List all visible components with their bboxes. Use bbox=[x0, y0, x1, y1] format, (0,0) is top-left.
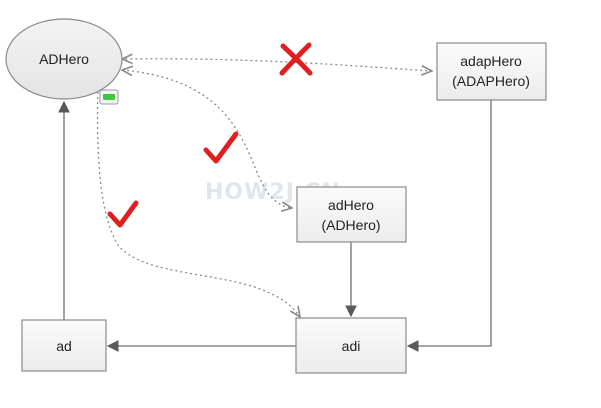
cross-icon bbox=[279, 42, 313, 76]
node-adaphero-box[interactable]: adapHero (ADAPHero) bbox=[436, 42, 547, 101]
node-adi-box[interactable]: adi bbox=[295, 317, 407, 374]
checkmark-icon bbox=[203, 131, 239, 164]
node-adhero-ellipse-label: ADHero bbox=[39, 51, 89, 67]
node-adi-label: adi bbox=[342, 338, 361, 354]
node-ad-label: ad bbox=[56, 338, 72, 354]
checkmark-icon bbox=[107, 200, 139, 228]
node-adhero-ellipse[interactable]: ADHero bbox=[5, 18, 123, 100]
node-adhero-box-line2: (ADHero) bbox=[321, 217, 380, 233]
edge-adhero-to-adi-dotted bbox=[98, 82, 300, 317]
node-adhero-box[interactable]: adHero (ADHero) bbox=[296, 186, 407, 243]
edge-adaphero-to-adi bbox=[406, 100, 492, 352]
node-adhero-box-line1: adHero bbox=[328, 197, 374, 213]
edge-adaphero-to-adhero-dotted bbox=[122, 59, 432, 71]
node-adaphero-line1: adapHero bbox=[460, 53, 522, 69]
node-adaphero-line2: (ADAPHero) bbox=[452, 73, 530, 89]
minus-badge-icon bbox=[99, 89, 119, 105]
node-ad-box[interactable]: ad bbox=[21, 319, 107, 372]
